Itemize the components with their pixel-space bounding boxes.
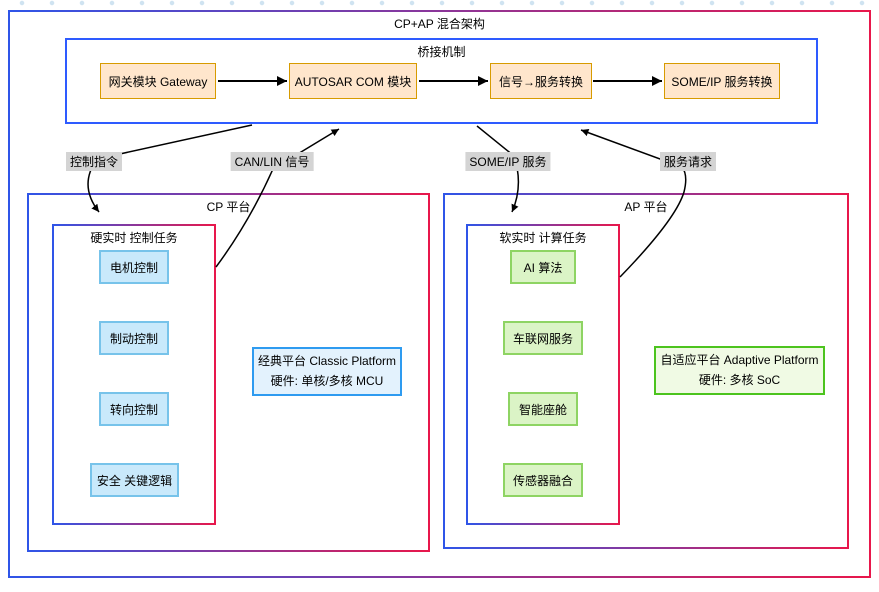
- node-signal-to-service: 信号→服务转换: [490, 63, 592, 99]
- cp-task-group-title: 硬实时 控制任务: [90, 231, 178, 245]
- node-autosar-com: AUTOSAR COM 模块: [289, 63, 417, 99]
- adaptive-platform-note-line1: 自适应平台 Adaptive Platform: [660, 353, 819, 368]
- adaptive-platform-note: 自适应平台 Adaptive Platform 硬件: 多核 SoC: [654, 346, 825, 395]
- bridge-title: 桥接机制: [417, 45, 466, 59]
- cp-task-motor-control: 电机控制: [99, 250, 169, 284]
- ap-task-group-title: 软实时 计算任务: [499, 231, 587, 245]
- cp-task-steering-control: 转向控制: [99, 392, 169, 426]
- classic-platform-note-line2: 硬件: 单核/多核 MCU: [270, 373, 384, 388]
- edge-label-service-request: 服务请求: [659, 152, 717, 171]
- ap-task-connected-services: 车联网服务: [503, 321, 583, 355]
- ap-task-sensor-fusion: 传感器融合: [503, 463, 583, 497]
- ap-platform-title: AP 平台: [624, 200, 668, 214]
- classic-platform-note: 经典平台 Classic Platform 硬件: 单核/多核 MCU: [252, 347, 402, 396]
- classic-platform-note-line1: 经典平台 Classic Platform: [257, 354, 397, 369]
- adaptive-platform-note-line2: 硬件: 多核 SoC: [698, 372, 781, 387]
- edge-label-canlin: CAN/LIN 信号: [230, 152, 314, 171]
- cp-task-brake-control: 制动控制: [99, 321, 169, 355]
- ap-task-smart-cockpit: 智能座舱: [508, 392, 578, 426]
- cp-task-safety-logic: 安全 关键逻辑: [90, 463, 179, 497]
- node-gateway: 网关模块 Gateway: [100, 63, 216, 99]
- diagram-title: CP+AP 混合架构: [394, 17, 485, 31]
- edge-label-someip: SOME/IP 服务: [465, 152, 551, 171]
- ap-task-ai-algorithm: AI 算法: [510, 250, 576, 284]
- edge-label-control-cmd: 控制指令: [65, 152, 123, 171]
- node-someip-convert: SOME/IP 服务转换: [664, 63, 780, 99]
- cp-platform-title: CP 平台: [206, 200, 251, 214]
